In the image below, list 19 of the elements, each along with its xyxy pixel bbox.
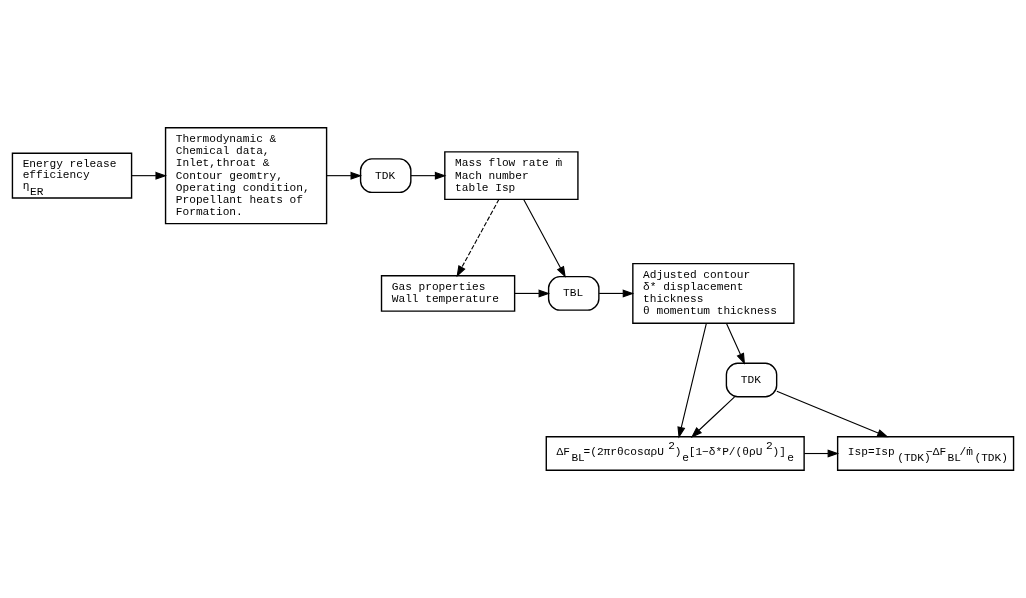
node-box: Mass flow rate ṁ Mach number table Isp [444, 151, 579, 201]
arrow [131, 171, 167, 180]
arrow [523, 198, 566, 278]
arrow [410, 171, 447, 180]
node-box: Thermodynamic & Chemical data, Inlet,throat & Contour geomtry, Operating condition, Propellant heats of Formation. [164, 127, 328, 225]
node-box: TDK [359, 158, 412, 194]
arrow [326, 171, 363, 180]
arrow [725, 322, 746, 365]
arrow [456, 198, 500, 278]
arrow [803, 449, 840, 458]
node-box: TDK [725, 362, 778, 398]
node-box: Gas properties Wall temperature [380, 275, 516, 312]
node-box: Adjusted contour δ* displacement thickness θ momentum thickness [632, 262, 795, 324]
arrow [514, 289, 551, 298]
arrow [690, 396, 736, 438]
arrow [677, 322, 707, 439]
arrow [598, 289, 635, 298]
arrow [776, 390, 889, 438]
node-box: TBL [547, 275, 600, 311]
